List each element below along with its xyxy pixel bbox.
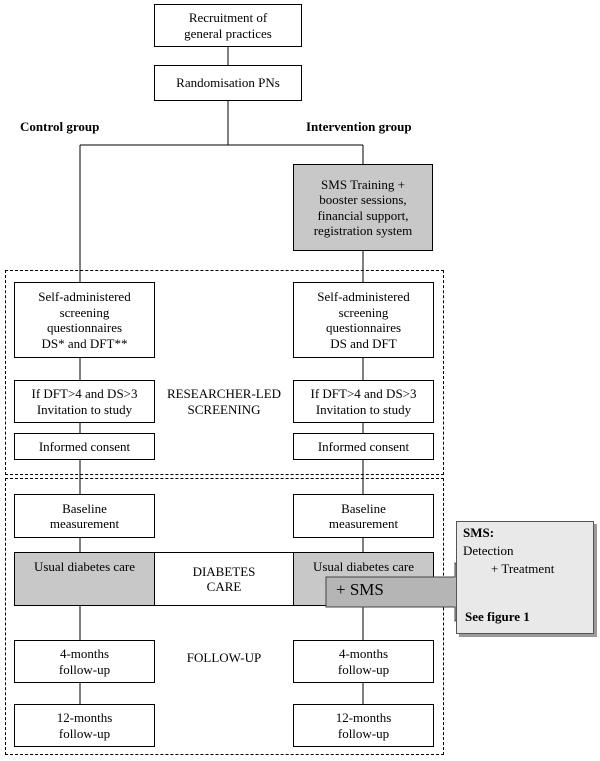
- intervention-4m-line-1: 4-months: [338, 646, 389, 661]
- randomisation-label: Randomisation PNs: [176, 75, 280, 91]
- care-section-frame: [5, 478, 444, 755]
- intervention-baseline-line-2: measurement: [328, 516, 399, 531]
- control-group-label: Control group: [20, 119, 100, 134]
- control-consent-label: Informed consent: [38, 438, 131, 454]
- training-line-4: registration system: [313, 223, 413, 238]
- intervention-baseline-line-1: Baseline: [341, 500, 386, 516]
- sms-training-box: SMS Training + booster sessions, financi…: [293, 164, 433, 251]
- plus-sms-label: + SMS: [336, 580, 384, 599]
- intervention-q-line-3: questionnaires: [325, 320, 402, 335]
- intervention-questionnaire-box: Self-administered screening questionnair…: [293, 282, 434, 358]
- intervention-q-line-2: screening: [338, 304, 389, 320]
- control-q-line-2: screening: [59, 304, 110, 320]
- intervention-consent-label: Informed consent: [317, 438, 410, 454]
- control-12m-line-1: 12-months: [56, 710, 113, 725]
- control-q-line-4: DS* and DFT**: [41, 335, 128, 351]
- sms-panel-title: SMS:: [463, 525, 495, 540]
- intervention-inv-line-1: If DFT>4 and DS>3: [310, 386, 417, 401]
- screening-label-line-2: SCREENING: [187, 401, 261, 417]
- intervention-usual-care-label: Usual diabetes care: [312, 559, 415, 574]
- care-label-line-2: CARE: [206, 579, 242, 594]
- intervention-4m-line-2: follow-up: [337, 661, 390, 677]
- intervention-4m-box: 4-months follow-up: [293, 640, 434, 683]
- control-usual-care-box: Usual diabetes care: [14, 552, 155, 606]
- intervention-12m-box: 12-months follow-up: [293, 704, 434, 747]
- screening-label-line-1: RESEARCHER-LED: [166, 386, 282, 401]
- control-4m-line-2: follow-up: [58, 661, 111, 677]
- intervention-q-line-1: Self-administered: [317, 289, 410, 304]
- control-12m-box: 12-months follow-up: [14, 704, 155, 747]
- training-line-2: booster sessions,: [319, 192, 407, 207]
- sms-panel-detection: Detection: [463, 543, 514, 558]
- control-inv-line-1: If DFT>4 and DS>3: [31, 386, 138, 401]
- diabetes-care-center: DIABETES CARE: [154, 552, 294, 606]
- care-label-line-1: DIABETES: [192, 563, 256, 579]
- screening-section-frame: [5, 270, 444, 475]
- training-line-3: financial support,: [317, 207, 409, 223]
- intervention-inv-line-2: Invitation to study: [315, 401, 412, 417]
- sms-panel-see-figure: See figure 1: [465, 609, 530, 624]
- control-baseline-box: Baseline measurement: [14, 494, 155, 538]
- control-usual-care-label: Usual diabetes care: [33, 559, 136, 574]
- training-line-1: SMS Training +: [321, 176, 405, 192]
- control-12m-line-2: follow-up: [58, 725, 111, 741]
- sms-panel-treatment: + Treatment: [491, 561, 555, 576]
- control-q-line-3: questionnaires: [46, 320, 123, 335]
- intervention-group-label: Intervention group: [306, 119, 412, 134]
- intervention-12m-line-1: 12-months: [335, 710, 392, 725]
- intervention-12m-line-2: follow-up: [337, 725, 390, 741]
- recruitment-box: Recruitment of general practices: [154, 4, 302, 47]
- recruitment-line-1: Recruitment of: [188, 10, 268, 25]
- screening-section-label: RESEARCHER-LED SCREENING: [155, 386, 293, 417]
- control-invitation-box: If DFT>4 and DS>3 Invitation to study: [14, 380, 155, 423]
- control-questionnaire-box: Self-administered screening questionnair…: [14, 282, 155, 358]
- control-4m-box: 4-months follow-up: [14, 640, 155, 683]
- control-baseline-line-2: measurement: [49, 516, 120, 531]
- sms-detail-panel: SMS: Detection + Treatment See figure 1: [456, 521, 594, 634]
- recruitment-line-2: general practices: [184, 25, 272, 41]
- control-4m-line-1: 4-months: [59, 646, 110, 661]
- randomisation-box: Randomisation PNs: [154, 65, 302, 101]
- intervention-baseline-box: Baseline measurement: [293, 494, 434, 538]
- control-q-line-1: Self-administered: [38, 289, 131, 304]
- control-baseline-line-1: Baseline: [62, 500, 107, 516]
- intervention-consent-box: Informed consent: [293, 433, 434, 460]
- followup-section-label: FOLLOW-UP: [186, 650, 262, 665]
- intervention-q-line-4: DS and DFT: [330, 335, 397, 351]
- control-inv-line-2: Invitation to study: [36, 401, 133, 417]
- intervention-invitation-box: If DFT>4 and DS>3 Invitation to study: [293, 380, 434, 423]
- control-consent-box: Informed consent: [14, 433, 155, 460]
